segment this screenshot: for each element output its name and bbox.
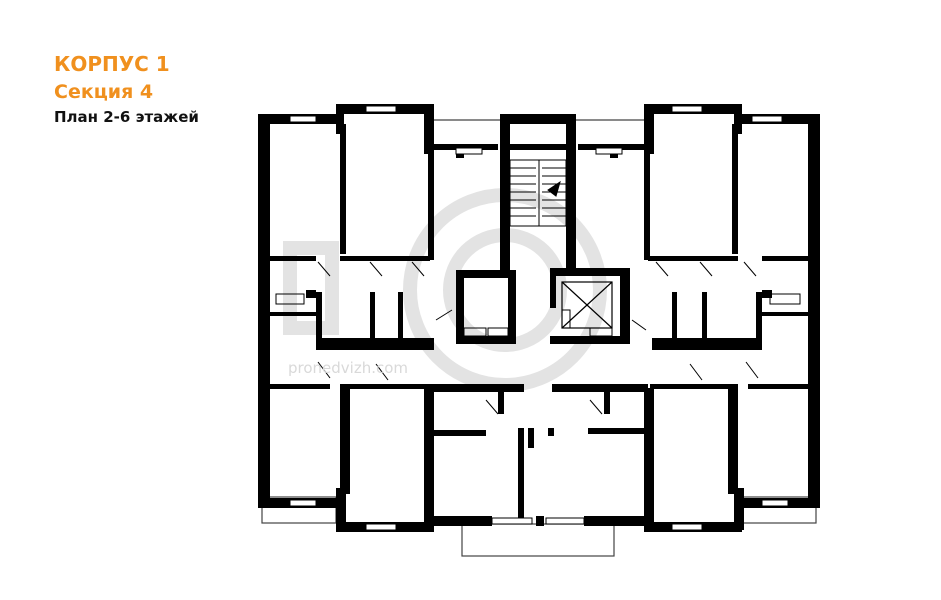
building-title: КОРПУС 1 [54, 52, 170, 76]
section-title: Секция 4 [54, 81, 154, 103]
staircase [509, 159, 567, 227]
watermark-text: pronedvizh.com [288, 359, 408, 377]
windows [289, 105, 789, 531]
plan-subtitle: План 2-6 этажей [54, 108, 199, 126]
fixtures [275, 293, 801, 337]
interior-walls [270, 124, 808, 520]
doors [317, 261, 759, 415]
title-block: КОРПУС 1 Секция 4 План 2-6 этажей [54, 50, 199, 128]
